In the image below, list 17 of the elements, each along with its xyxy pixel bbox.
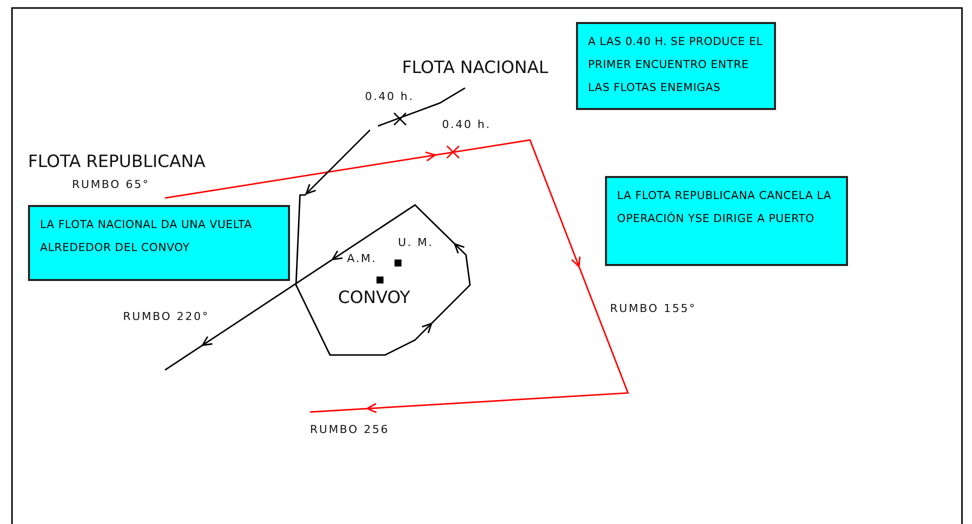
note-text: LA FLOTA NACIONAL DA UNA VUELTA ALREDEDOR DEL CONVOY <box>40 217 253 256</box>
note-box <box>28 205 290 281</box>
time-label: 0.40 h. <box>442 118 491 131</box>
note-text: LA FLOTA REPUBLICANA CANCELA LA OPERACIÓN YSE DIRIGE A PUERTO <box>617 188 832 227</box>
time-label: 0.40 h. <box>365 90 414 103</box>
note-box <box>605 176 848 266</box>
ship-label: A.M. <box>347 252 377 265</box>
course-label: RUMBO 220° <box>123 310 210 323</box>
note-box <box>576 22 776 110</box>
ship-label: U. M. <box>398 236 434 249</box>
course-label: RUMBO 65° <box>72 178 150 191</box>
fleet-name: FLOTA NACIONAL <box>402 58 548 78</box>
course-label: RUMBO 256 <box>310 423 390 436</box>
course-label: RUMBO 155° <box>610 302 696 315</box>
note-text: A LAS 0.40 H. SE PRODUCE EL PRIMER ENCUENTRO ENTRE LAS FLOTAS ENEMIGAS <box>588 34 764 96</box>
convoy-label: CONVOY <box>338 288 410 308</box>
fleet-name: FLOTA REPUBLICANA <box>28 152 206 172</box>
